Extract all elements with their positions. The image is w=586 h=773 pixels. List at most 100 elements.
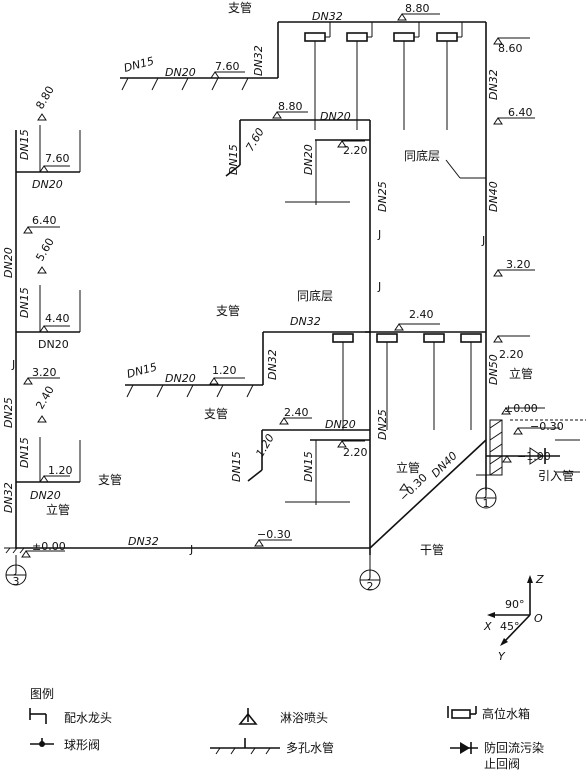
elev-640-right: 6.40 bbox=[508, 106, 533, 119]
axis-symbol: Z X Y O 90° 45° bbox=[483, 573, 544, 663]
axis-y-label: Y bbox=[498, 650, 506, 663]
label-dn25-lower: DN25 bbox=[376, 409, 389, 440]
label-dn20-shower: DN20 bbox=[302, 144, 315, 175]
elev-320-right: 3.20 bbox=[506, 258, 531, 271]
label-liguan-left: 立管 bbox=[46, 502, 70, 517]
label-dn20-upper: DN20 bbox=[165, 66, 196, 79]
axis-angle-90: 90° bbox=[505, 598, 525, 611]
label-dn40-trunk: DN40 bbox=[429, 449, 460, 480]
legend-backflow-label-1: 防回流污染 bbox=[484, 740, 544, 755]
riser-j1-number: 1 bbox=[483, 497, 490, 510]
label-dn15-upper: DN15 bbox=[122, 54, 155, 75]
label-dn15-left-mid: DN15 bbox=[18, 287, 31, 318]
elev-640-left: 6.40 bbox=[32, 214, 57, 227]
label-yinruguan: 引入管 bbox=[538, 468, 574, 483]
elev-240-right: 2.40 bbox=[409, 308, 434, 321]
elev-m100: −1.00 bbox=[517, 450, 551, 463]
label-zhiguan-lower: 支管 bbox=[204, 406, 228, 421]
elev-880-left: 8.80 bbox=[33, 84, 57, 112]
legend-shower-label: 淋浴喷头 bbox=[280, 711, 328, 725]
legend-backflow-label-2: 止回阀 bbox=[484, 757, 520, 771]
legend-globe-valve-label: 球形阀 bbox=[64, 738, 100, 752]
label-j-left: J bbox=[11, 358, 15, 371]
elev-760-upper: 7.60 bbox=[215, 60, 240, 73]
legend-backflow-valve: 防回流污染 止回阀 bbox=[450, 740, 544, 771]
legend-tank: 高位水箱 bbox=[447, 706, 530, 721]
legend-faucet-label: 配水龙头 bbox=[64, 711, 112, 725]
elev-220-right: 2.20 bbox=[499, 348, 524, 361]
label-tongdiceng-upper: 同底层 bbox=[404, 148, 440, 163]
riser-j3-code: J bbox=[13, 563, 17, 576]
label-dn40-riser: DN40 bbox=[487, 181, 500, 212]
label-dn32-mid: DN32 bbox=[290, 315, 321, 328]
riser-tag-j3: J 3 bbox=[5, 555, 27, 588]
label-dn20-left-riser: DN20 bbox=[2, 247, 15, 278]
label-dn20-mid: DN20 bbox=[320, 110, 351, 123]
label-dn50: DN50 bbox=[487, 354, 500, 385]
label-dn15-shower: DN15 bbox=[302, 451, 315, 482]
elev-760-left: 7.60 bbox=[45, 152, 70, 165]
branch-upper-left bbox=[120, 22, 279, 91]
label-dn32-riser: DN32 bbox=[487, 69, 500, 100]
legend-tank-label: 高位水箱 bbox=[482, 706, 530, 721]
elev-120-mid: 1.20 bbox=[212, 364, 237, 377]
elev-760-mid: 7.60 bbox=[243, 126, 267, 154]
legend-multi-pipe: 多孔水管 bbox=[210, 738, 334, 755]
label-zhiguan-top: 支管 bbox=[228, 0, 252, 15]
legend-title: 图例 bbox=[30, 687, 54, 701]
riser-j2 bbox=[15, 119, 487, 555]
elev-m030-right: −0.30 bbox=[530, 420, 564, 433]
legend-globe-valve: 球形阀 bbox=[30, 738, 100, 752]
tank-row-upper bbox=[304, 22, 463, 130]
elev-m030-bottom: −0.30 bbox=[257, 528, 291, 541]
label-dn15-lower: DN15 bbox=[125, 360, 158, 381]
elev-120-lower: 1.20 bbox=[253, 432, 277, 460]
label-dn15-left-bottom: DN15 bbox=[18, 437, 31, 468]
legend-multi-pipe-label: 多孔水管 bbox=[286, 740, 334, 755]
riser-tag-j1: J 1 bbox=[475, 475, 497, 510]
label-tongdiceng-lower: 同底层 bbox=[297, 288, 333, 303]
label-j-center-upper: J bbox=[377, 228, 381, 241]
riser-j2-number: 2 bbox=[367, 580, 374, 593]
label-dn25-left: DN25 bbox=[2, 397, 15, 428]
label-liguan-mid: 立管 bbox=[396, 460, 420, 475]
label-dn32-left: DN32 bbox=[2, 482, 15, 513]
label-liguan-right: 立管 bbox=[509, 366, 533, 381]
axis-angle-45: 45° bbox=[500, 620, 520, 633]
label-j-bottom: J bbox=[189, 543, 193, 556]
riser-j3-number: 3 bbox=[13, 575, 20, 588]
label-j-center-lower: J bbox=[377, 280, 381, 293]
riser-j2-code: J bbox=[367, 568, 371, 581]
label-j-right: J bbox=[481, 234, 485, 247]
elev-120-left: 1.20 bbox=[48, 464, 73, 477]
label-dn32-top: DN32 bbox=[312, 10, 343, 23]
pipe-labels: 支管 DN32 8.80 8.60 DN15 DN20 7.60 DN32 DN… bbox=[2, 0, 574, 557]
label-dn32-branch: DN32 bbox=[252, 45, 265, 76]
elev-860: 8.60 bbox=[498, 42, 523, 55]
elev-220-lower: 2.20 bbox=[343, 446, 368, 459]
elev-220-upper: 2.20 bbox=[343, 144, 368, 157]
elev-000-left: ±0.00 bbox=[32, 540, 66, 553]
label-zhiguan-mid: 支管 bbox=[216, 303, 240, 318]
elev-320-left: 3.20 bbox=[32, 366, 57, 379]
label-dn15-mid: DN15 bbox=[227, 144, 240, 175]
label-dn32-lower: DN32 bbox=[266, 349, 279, 380]
riser-tag-j2: J 2 bbox=[359, 555, 381, 593]
riser-j1 bbox=[278, 21, 586, 490]
riser-j1-code: J bbox=[483, 486, 487, 499]
elev-560-left: 5.60 bbox=[33, 236, 57, 264]
label-dn20-left-top: DN20 bbox=[32, 178, 63, 191]
elev-880-top: 8.80 bbox=[405, 2, 430, 15]
elev-240-left: 2.40 bbox=[33, 384, 57, 412]
elev-240-mid: 2.40 bbox=[284, 406, 309, 419]
label-dn32-bottom: DN32 bbox=[128, 535, 159, 548]
axis-origin-label: O bbox=[534, 612, 543, 625]
label-dn25-upper: DN25 bbox=[376, 181, 389, 212]
axis-z-label: Z bbox=[535, 573, 544, 586]
legend: 图例 配水龙头 球形阀 淋浴喷头 多孔水管 bbox=[29, 687, 544, 771]
label-ganguan: 干管 bbox=[420, 542, 444, 557]
elev-880-mid: 8.80 bbox=[278, 100, 303, 113]
label-zhiguan-left: 支管 bbox=[98, 472, 122, 487]
label-dn20-lower: DN20 bbox=[165, 372, 196, 385]
